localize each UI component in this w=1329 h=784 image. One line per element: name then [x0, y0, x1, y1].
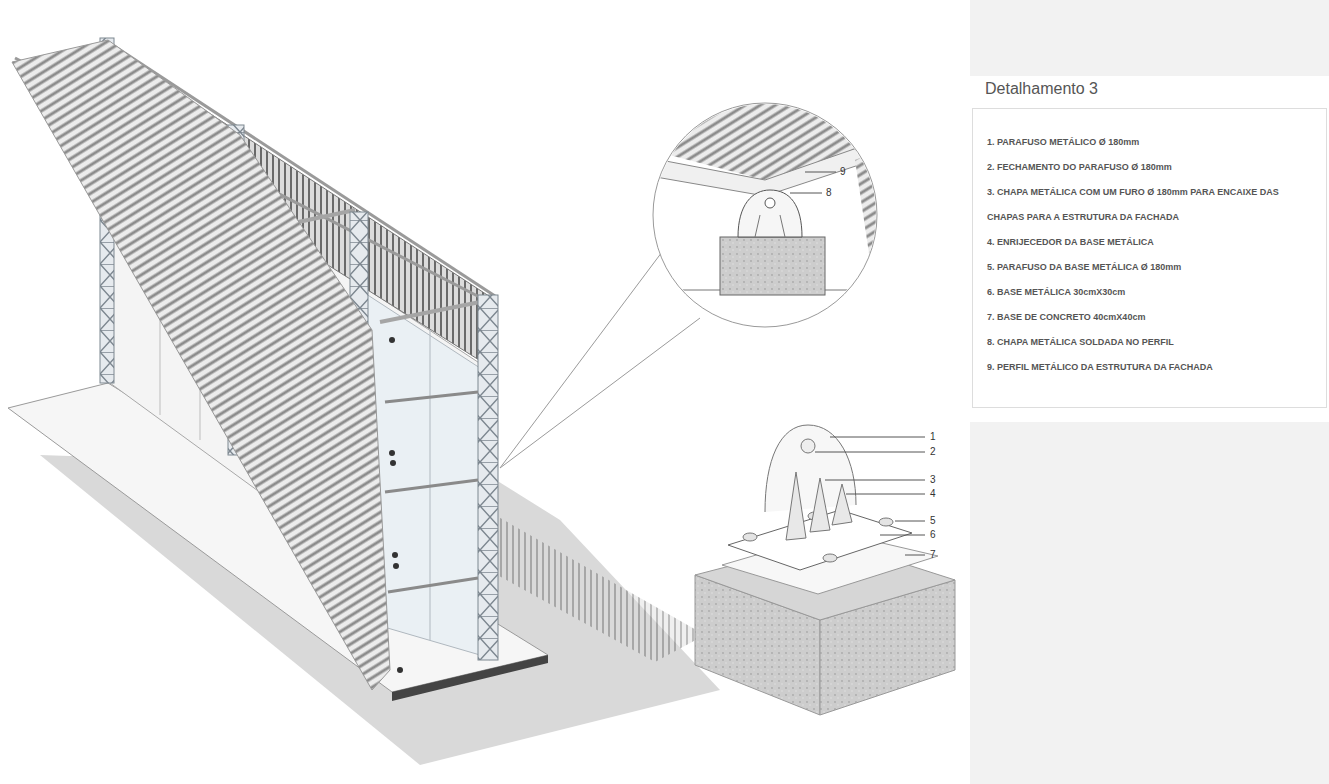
callout-number: 9: [840, 165, 846, 179]
slab-edge: [392, 655, 548, 701]
part-description: 5. PARAFUSO DA BASE METÁLICA Ø 180mm: [987, 255, 1312, 280]
base-bolt: [879, 518, 893, 526]
part-description: 7. BASE DE CONCRETO 40cmX40cm: [987, 305, 1312, 330]
tie-bar: [388, 578, 478, 592]
leader-line: [805, 172, 836, 173]
part-description: 2. FECHAMENTO DO PARAFUSO Ø 180mm: [987, 155, 1312, 180]
side-panel: [970, 422, 1329, 784]
part-description: 8. CHAPA METÁLICA SOLDADA NO PERFIL: [987, 330, 1312, 355]
leader-line: [825, 480, 925, 481]
detail-fin: [755, 215, 760, 237]
detail-plate: [738, 190, 802, 237]
fixing-dot: [397, 667, 403, 673]
part-description: 9. PERFIL METÁLICO DA ESTRUTURA DA FACHA…: [987, 355, 1312, 380]
stiffener: [810, 478, 830, 532]
stiffener: [832, 484, 852, 525]
truss-column: [478, 295, 498, 660]
detail-beam: [650, 140, 880, 196]
base-bolt: [743, 533, 757, 541]
callout-number: 7: [930, 548, 936, 562]
part-description: 6. BASE METÁLICA 30cmX30cm: [987, 280, 1312, 305]
stiffener: [786, 472, 806, 540]
bolt: [801, 439, 815, 453]
base-bolt: [823, 554, 837, 562]
leader-line: [905, 555, 925, 556]
side-panel: [970, 0, 1329, 76]
detail-slats: [855, 150, 880, 260]
legend-box: 1. PARAFUSO METÁLICO Ø 180mm2. FECHAMENT…: [972, 108, 1327, 408]
fixing-dot: [392, 552, 398, 558]
callout-number: 1: [930, 430, 936, 444]
fixing-dot: [389, 337, 395, 343]
leader-line: [790, 193, 822, 194]
part-description: 1. PARAFUSO METÁLICO Ø 180mm: [987, 130, 1312, 155]
slat-facade: [12, 40, 390, 690]
zoom-leader: [500, 318, 700, 468]
callout-number: 8: [826, 186, 832, 200]
tie-bar: [385, 480, 478, 492]
cross-beam: [380, 302, 480, 322]
fixing-dot: [393, 563, 399, 569]
part-description: 3. CHAPA METÁLICA COM UM FURO Ø 180mm PA…: [987, 180, 1312, 230]
leader-line: [895, 521, 925, 522]
tie-bar: [385, 392, 478, 402]
leader-line: [815, 452, 925, 453]
callout-number: 2: [930, 445, 936, 459]
part-description: 4. ENRIJECEDOR DA BASE METÁLICA: [987, 230, 1312, 255]
callout-number: 3: [930, 473, 936, 487]
callout-number: 6: [930, 528, 936, 542]
leader-line: [830, 437, 925, 438]
leader-line: [846, 494, 925, 495]
fixing-dot: [390, 460, 396, 466]
detail-concrete: [720, 237, 825, 295]
panel-title: Detalhamento 3: [985, 80, 1098, 98]
callout-number: 5: [930, 514, 936, 528]
callout-number: 4: [930, 487, 936, 501]
fixing-dot: [389, 450, 395, 456]
zoom-leader: [500, 252, 662, 468]
detail-content: [650, 100, 880, 295]
detail-bolt: [765, 198, 775, 208]
leader-line: [880, 535, 925, 536]
detail-fin: [780, 215, 785, 237]
